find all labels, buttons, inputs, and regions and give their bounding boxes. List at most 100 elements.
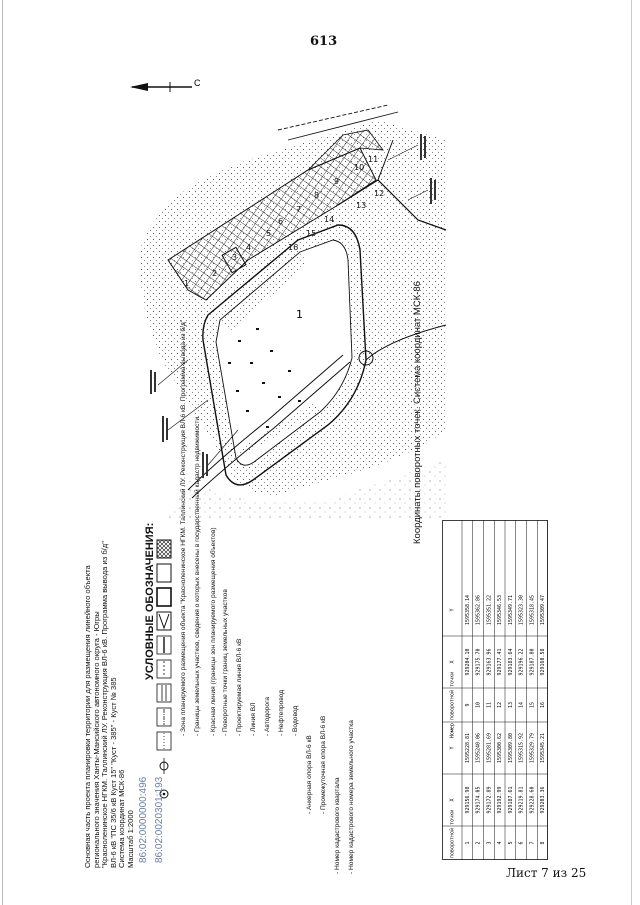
legend-title: УСЛОВНЫЕ ОБОЗНАЧЕНИЯ: <box>144 522 156 680</box>
table-cell: 1595345.21 <box>540 733 546 763</box>
table-header-cell: X <box>450 798 456 801</box>
road-line <box>365 324 447 361</box>
table-cell: 8 <box>540 841 546 844</box>
north-arrow-icon: С <box>130 78 200 92</box>
well-markers <box>228 328 301 428</box>
table-cell: 15 <box>529 702 535 708</box>
planned-zone-hatched <box>307 129 384 171</box>
table-cell: 11 <box>486 702 492 708</box>
pipeline-line <box>287 111 399 141</box>
site-plan-map: 1 1 2 3 4 5 6 7 8 9 10 11 12 13 14 15 16 <box>139 104 447 518</box>
table-cell: 929219.81 <box>519 786 525 813</box>
table-cell: 16 <box>540 702 546 708</box>
page-number: 613 <box>310 34 338 49</box>
well-pad-hatching <box>236 402 320 458</box>
table-cell: 929175.70 <box>476 648 482 675</box>
table-cell: 929177.41 <box>497 648 503 675</box>
legend-item: - Границы земельных участков, сведения о… <box>194 416 201 736</box>
annotation-leaders <box>157 144 429 466</box>
legend-item: - Нефтепровод <box>278 689 285 736</box>
table-cell: 2 <box>476 841 482 844</box>
well-pad-hatching <box>220 252 308 330</box>
table-border <box>442 520 548 860</box>
point-label: 15 <box>306 229 316 238</box>
table-cell: 929156.98 <box>465 786 471 813</box>
table-cell: 13 <box>508 702 514 708</box>
legend-symbols <box>156 539 172 799</box>
point-label: 14 <box>324 215 334 224</box>
table-cell: 929187.80 <box>529 648 535 675</box>
coordinates-table-title: Координаты поворотных точек. Система коо… <box>412 281 423 544</box>
coordinates-table: Координаты поворотных точек. Система коо… <box>412 281 618 860</box>
legend-item: - Номер кадастрового номера земельного у… <box>348 720 355 874</box>
table-cell: 1595240.06 <box>476 733 482 763</box>
table-cell: 1595349.71 <box>508 595 514 625</box>
table-cell: 1595309.80 <box>508 733 514 763</box>
table-cell: 4 <box>497 841 503 844</box>
legend-item: - Проектируемая линия ВЛ-6 кВ <box>236 638 243 736</box>
point-label: 7 <box>296 205 301 214</box>
table-cell: 3 <box>486 841 492 844</box>
building-rect <box>221 246 247 274</box>
legend-item: - Автодорога <box>264 696 271 736</box>
table-cell: 1595315.92 <box>519 733 525 763</box>
legend-item: - Красная линия (границы зон планируемог… <box>210 527 217 736</box>
table-cell: 1595358.14 <box>465 595 471 625</box>
table-cell: 5 <box>508 841 514 844</box>
point-label: 13 <box>356 201 366 210</box>
table-cell: 929183.64 <box>508 648 514 675</box>
point-label: 16 <box>288 243 298 252</box>
cadastral-quarter-code: 86:02:0000000:496 <box>138 776 149 863</box>
pipeline-line <box>277 104 389 131</box>
road-line <box>191 361 351 499</box>
point-label: 6 <box>278 217 283 226</box>
table-header-cell: Y <box>450 608 456 611</box>
well-pad-boundary <box>202 224 367 486</box>
table-cell: 1595362.86 <box>476 595 482 625</box>
table-cell: 1595323.30 <box>519 595 525 625</box>
table-cell: 929187.61 <box>508 786 514 813</box>
tank-circle <box>358 350 374 366</box>
scan-border-right <box>631 0 632 905</box>
point-label: 4 <box>246 243 251 252</box>
legend: УСЛОВНЫЕ ОБОЗНАЧЕНИЯ: - Зона планируемог… <box>138 320 400 878</box>
table-cell: 1595329.79 <box>529 733 535 763</box>
table-cell: 1595318.45 <box>529 595 535 625</box>
annotation-text-blocks <box>150 134 436 478</box>
point-label: 5 <box>266 229 271 238</box>
table-header-cell: X <box>450 660 456 663</box>
legend-item: - Водовод <box>292 705 299 736</box>
point-label: 1 <box>184 279 189 288</box>
table-cell: 6 <box>519 841 525 844</box>
power-line <box>337 179 447 231</box>
legend-item: - Промежуточная опора ВЛ-6 кВ <box>320 715 327 814</box>
sheet-counter: Лист 7 из 25 <box>506 866 587 880</box>
site-label: 1 <box>296 308 303 321</box>
point-label: 11 <box>368 155 378 164</box>
legend-item: - Анкерная опора ВЛ-6 кВ <box>306 735 313 814</box>
point-label: 3 <box>232 253 237 262</box>
table-cell: 929163.96 <box>486 648 492 675</box>
header-block: Основная часть проекта планировки террит… <box>83 528 136 868</box>
table-cell: 1 <box>465 841 471 844</box>
table-cell: 1595351.22 <box>486 595 492 625</box>
table-header-cell: Номер поворотной точки <box>450 810 456 860</box>
table-cell: 929203.36 <box>540 786 546 813</box>
legend-item: - Зона планируемого размещения объекта "… <box>180 319 187 736</box>
table-cell: 929174.05 <box>476 786 482 813</box>
table-cell: 929192.99 <box>497 786 503 813</box>
header-line: Масштаб 1:2000 <box>125 810 135 868</box>
table-cell: 929196.22 <box>519 648 525 675</box>
terrain-sparse-area <box>168 460 446 518</box>
table-cell: 1595281.69 <box>486 733 492 763</box>
point-label: 10 <box>354 163 364 172</box>
table-cell: 9 <box>465 703 471 706</box>
table-cell: 1595309.47 <box>540 595 546 625</box>
table-cell: 7 <box>529 841 535 844</box>
table-cell: 14 <box>519 702 525 708</box>
legend-item: - Линия ВЛ <box>250 702 257 736</box>
scan-border-left <box>2 0 3 905</box>
table-cell: 1595300.62 <box>497 733 503 763</box>
cadastral-parcel-code: 86:02:0020301:193 <box>154 776 165 863</box>
